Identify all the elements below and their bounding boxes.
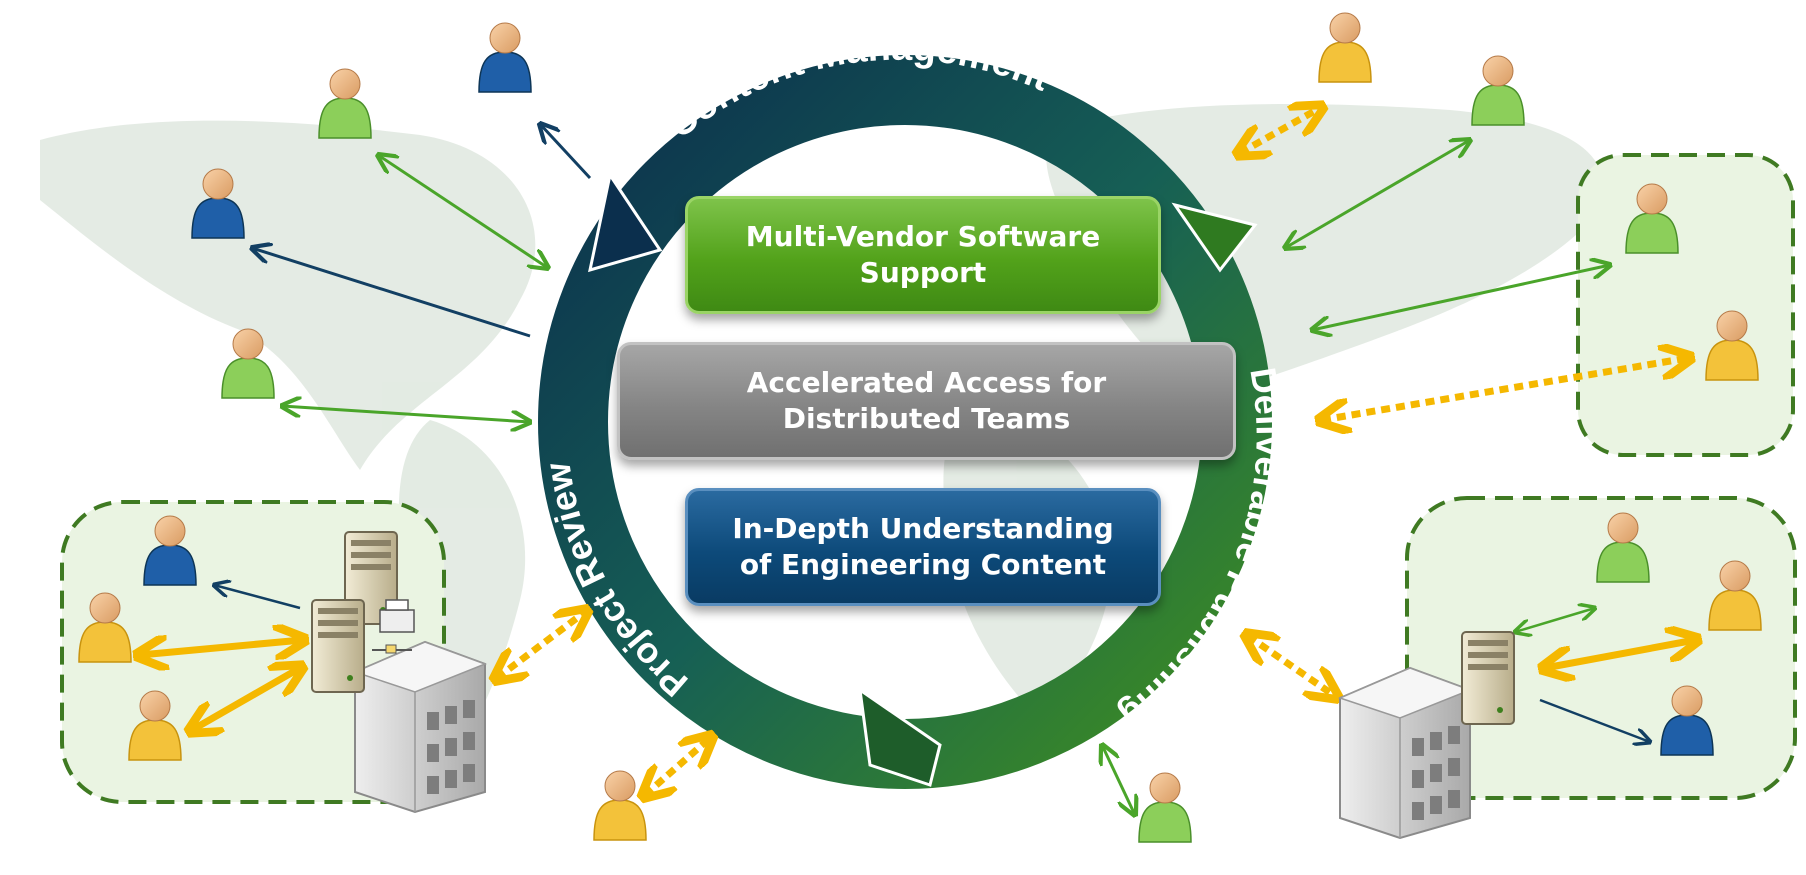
box-line: Distributed Teams [782, 402, 1071, 435]
person-icon [478, 22, 532, 93]
printer-icon [372, 599, 415, 654]
person-icon [593, 770, 647, 841]
server-icon [311, 599, 365, 693]
box-line: Support [859, 256, 987, 289]
box-engineering-content: In-Depth Understanding of Engineering Co… [685, 488, 1161, 606]
person-icon [1138, 772, 1192, 843]
box-line: In-Depth Understanding [732, 512, 1114, 545]
box-line: Accelerated Access for [746, 366, 1107, 399]
box-line: Multi-Vendor Software [745, 220, 1101, 253]
person-icon [1318, 12, 1372, 83]
building-icon [354, 641, 486, 813]
person-icon [1471, 55, 1525, 126]
server-icon [1461, 631, 1515, 725]
gold-connectors [140, 108, 1695, 795]
connectors [214, 124, 1650, 815]
box-line: of Engineering Content [739, 548, 1107, 581]
cycle-ring [538, 55, 1272, 789]
person-icon [318, 68, 372, 139]
building-icon [1339, 667, 1471, 839]
box-accelerated-access: Accelerated Access for Distributed Teams [617, 342, 1236, 460]
box-multi-vendor-support: Multi-Vendor Software Support [685, 196, 1161, 314]
region-right-top [1576, 153, 1795, 457]
